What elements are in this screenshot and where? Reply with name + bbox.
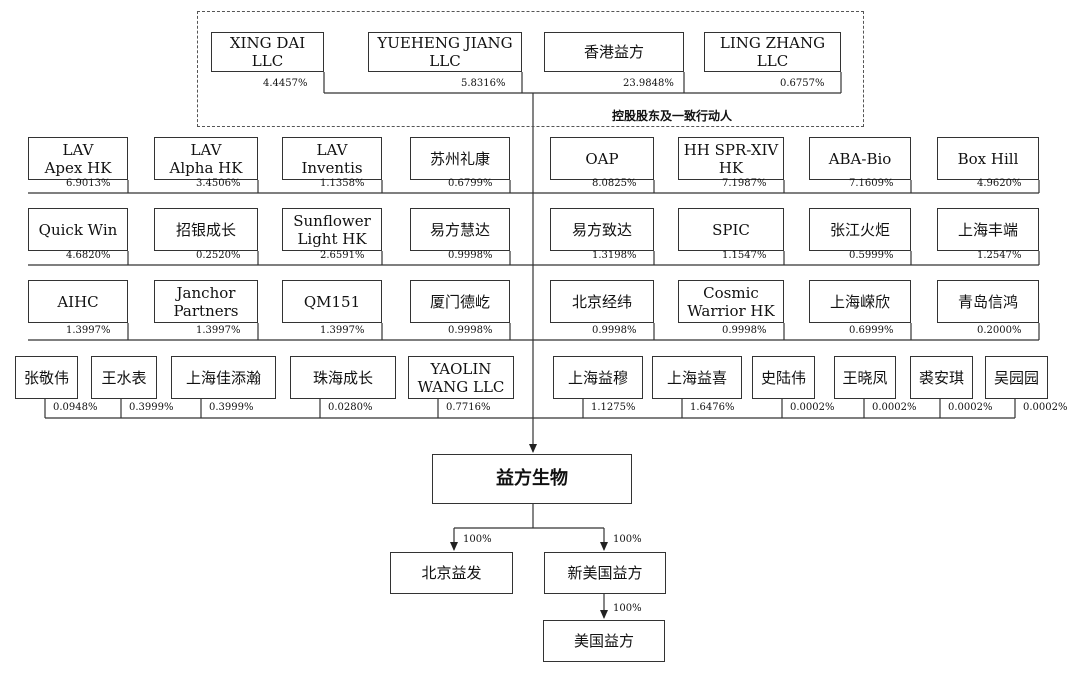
- shareholder-box: Sunflower Light HK: [282, 208, 382, 251]
- shareholder-box: LAV Inventis: [282, 137, 382, 180]
- subsidiary-box: 新美国益方: [544, 552, 666, 594]
- shareholder-box: Cosmic Warrior HK: [678, 280, 784, 323]
- shareholder-box: HH SPR-XIV HK: [678, 137, 784, 180]
- shareholding-pct: 1.3997%: [320, 325, 365, 336]
- shareholder-box: 招银成长: [154, 208, 258, 251]
- shareholding-pct: 5.8316%: [461, 78, 506, 89]
- shareholding-pct: 0.6799%: [448, 178, 493, 189]
- shareholding-pct: 6.9013%: [66, 178, 111, 189]
- shareholding-pct: 0.9998%: [722, 325, 767, 336]
- shareholding-pct: 3.4506%: [196, 178, 241, 189]
- shareholder-box: 史陆伟: [752, 356, 815, 399]
- shareholding-pct: 4.4457%: [263, 78, 308, 89]
- shareholding-pct: 1.1275%: [591, 402, 636, 413]
- shareholder-box: YAOLIN WANG LLC: [408, 356, 514, 399]
- shareholding-pct: 4.9620%: [977, 178, 1022, 189]
- shareholding-pct: 0.7716%: [446, 402, 491, 413]
- shareholder-box: 青岛信鸿: [937, 280, 1039, 323]
- shareholding-pct: 7.1987%: [722, 178, 767, 189]
- shareholder-box: 王水表: [91, 356, 157, 399]
- shareholding-pct: 0.9998%: [592, 325, 637, 336]
- shareholder-box: 上海丰端: [937, 208, 1039, 251]
- shareholding-pct: 1.6476%: [690, 402, 735, 413]
- shareholder-box: Quick Win: [28, 208, 128, 251]
- shareholding-pct: 1.1358%: [320, 178, 365, 189]
- subsidiary-box: 北京益发: [390, 552, 513, 594]
- shareholding-pct: 23.9848%: [623, 78, 674, 89]
- shareholding-pct: 2.6591%: [320, 250, 365, 261]
- shareholder-box: 易方致达: [550, 208, 654, 251]
- shareholding-pct: 0.2000%: [977, 325, 1022, 336]
- shareholding-pct: 0.6999%: [849, 325, 894, 336]
- shareholder-box: QM151: [282, 280, 382, 323]
- shareholding-pct: 0.9998%: [448, 250, 493, 261]
- shareholder-box: 裘安琪: [910, 356, 973, 399]
- shareholder-box: 张江火炬: [809, 208, 911, 251]
- shareholder-box: 上海嵘欣: [809, 280, 911, 323]
- shareholding-pct: 0.0280%: [328, 402, 373, 413]
- shareholder-box: 珠海成长: [290, 356, 396, 399]
- shareholding-pct: 0.0002%: [1023, 402, 1068, 413]
- shareholding-pct: 0.0002%: [790, 402, 835, 413]
- shareholding-pct: 0.0002%: [948, 402, 993, 413]
- shareholder-box: OAP: [550, 137, 654, 180]
- shareholding-pct: 7.1609%: [849, 178, 894, 189]
- shareholder-box: AIHC: [28, 280, 128, 323]
- controlling-shareholder-box: XING DAI LLC: [211, 32, 324, 72]
- shareholding-pct: 1.1547%: [722, 250, 767, 261]
- shareholding-pct: 1.3198%: [592, 250, 637, 261]
- controlling-shareholder-box: LING ZHANG LLC: [704, 32, 841, 72]
- shareholding-pct: 0.0948%: [53, 402, 98, 413]
- shareholder-box: 张敬伟: [15, 356, 78, 399]
- shareholding-pct: 1.2547%: [977, 250, 1022, 261]
- controlling-shareholder-box: 香港益方: [544, 32, 684, 72]
- shareholder-box: 上海益穆: [553, 356, 643, 399]
- shareholding-pct: 1.3997%: [196, 325, 241, 336]
- shareholding-pct: 0.9998%: [448, 325, 493, 336]
- shareholder-box: 上海益喜: [652, 356, 742, 399]
- shareholding-pct: 0.0002%: [872, 402, 917, 413]
- shareholder-box: 易方慧达: [410, 208, 510, 251]
- shareholder-box: ABA-Bio: [809, 137, 911, 180]
- shareholding-pct: 0.3999%: [129, 402, 174, 413]
- shareholding-pct: 0.2520%: [196, 250, 241, 261]
- shareholder-box: LAV Alpha HK: [154, 137, 258, 180]
- shareholder-box: 厦门德屹: [410, 280, 510, 323]
- sub-subsidiary-box: 美国益方: [543, 620, 665, 662]
- shareholder-box: 苏州礼康: [410, 137, 510, 180]
- shareholding-pct: 1.3997%: [66, 325, 111, 336]
- shareholder-box: 上海佳添瀚: [171, 356, 276, 399]
- shareholder-box: Box Hill: [937, 137, 1039, 180]
- controlling-group-border: [197, 11, 864, 127]
- controlling-group-label: 控股股东及一致行动人: [612, 109, 733, 123]
- shareholding-pct: 4.6820%: [66, 250, 111, 261]
- shareholding-pct: 8.0825%: [592, 178, 637, 189]
- shareholder-box: LAV Apex HK: [28, 137, 128, 180]
- shareholder-box: Janchor Partners: [154, 280, 258, 323]
- shareholding-pct: 100%: [463, 534, 492, 545]
- shareholding-pct: 100%: [613, 603, 642, 614]
- shareholder-box: 北京经纬: [550, 280, 654, 323]
- shareholding-pct: 0.3999%: [209, 402, 254, 413]
- company-box: 益方生物: [432, 454, 632, 504]
- shareholding-pct: 100%: [613, 534, 642, 545]
- shareholding-pct: 0.5999%: [849, 250, 894, 261]
- shareholder-box: SPIC: [678, 208, 784, 251]
- shareholding-pct: 0.6757%: [780, 78, 825, 89]
- shareholder-box: 吴园园: [985, 356, 1048, 399]
- controlling-shareholder-box: YUEHENG JIANG LLC: [368, 32, 522, 72]
- shareholder-box: 王晓凤: [834, 356, 896, 399]
